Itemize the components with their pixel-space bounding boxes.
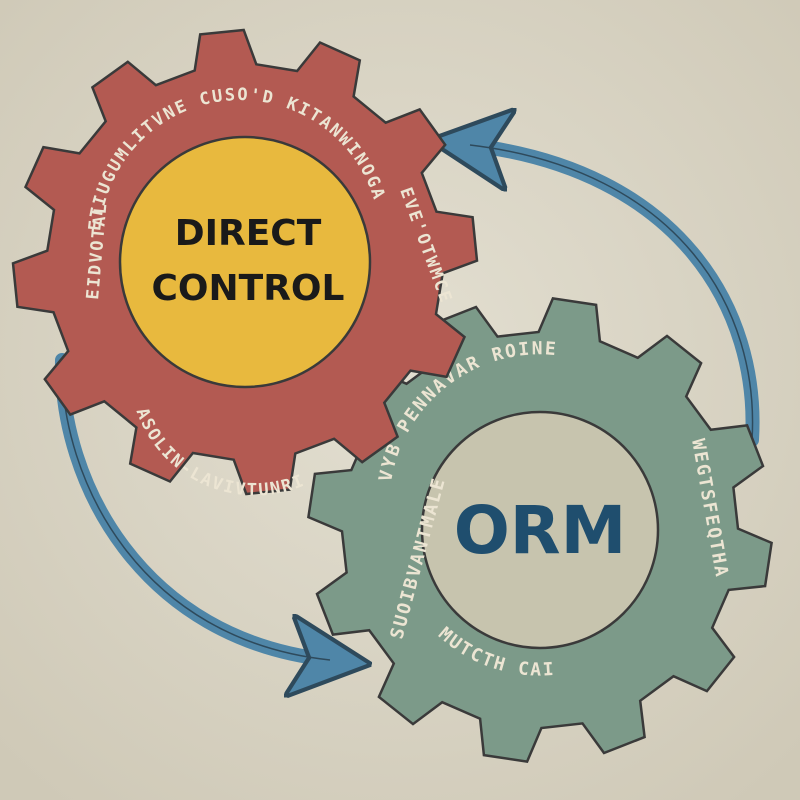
gear-orm-center — [420, 410, 660, 650]
gear-direct-control: ETIUGUMLITVNE CUSO'D KITANWINOGA ASOLIN-… — [11, 28, 479, 500]
cycle-arrow-left-outline — [61, 359, 331, 661]
gear-direct-control-center — [118, 135, 372, 389]
gear-orm: VYB PENNAVAR ROINE MUTCTH CAI WEGTSFEQTH… — [307, 297, 773, 763]
gear-direct-control-label-line1: DIRECT — [175, 213, 322, 254]
gear-direct-control-label-line2: CONTROL — [152, 268, 345, 309]
gear-orm-label: ORM — [454, 492, 627, 569]
cycle-arrow-right-outline — [469, 144, 754, 441]
